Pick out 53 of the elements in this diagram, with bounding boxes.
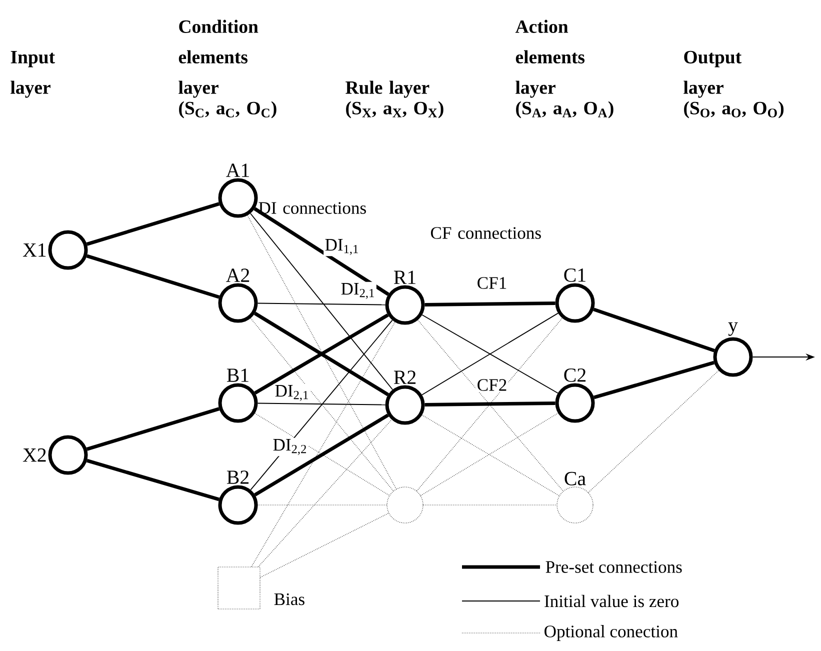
node-label: C1 <box>564 268 586 282</box>
connection-line <box>257 402 386 406</box>
edge-label: DI$_{1,1}$ <box>324 238 360 256</box>
connection-line <box>257 504 387 506</box>
connection-line <box>247 215 397 490</box>
connection-line <box>593 308 715 352</box>
node-label: X2 <box>22 448 46 462</box>
connection-line <box>260 512 389 578</box>
edge-label: DI$_{2,1}$ <box>340 282 376 300</box>
edge-label: DI$_{2,2}$ <box>272 438 308 456</box>
annotation-text: CF connections <box>430 227 541 239</box>
node-label: R2 <box>394 370 416 384</box>
connection-line <box>258 419 392 567</box>
layer-heading: Output layer <box>684 50 742 98</box>
node-label: Ca <box>564 472 586 486</box>
layer-heading: Condition elements layer <box>178 20 258 98</box>
node-label: y <box>728 322 738 336</box>
edge-label: CF1 <box>476 276 508 290</box>
connection-line <box>588 370 719 493</box>
legend-item: Initial value is zero <box>462 594 679 608</box>
node-label: B2 <box>226 470 249 484</box>
legend-item: Optional conection <box>462 625 678 641</box>
layer-heading: (S$_{A}$, a$_{A}$, O$_{A}$) <box>516 101 614 118</box>
layer-heading: (S$_{X}$, a$_{X}$, O$_{X}$) <box>346 101 444 118</box>
layer-heading: (S$_{O}$, a$_{O}$, O$_{O}$) <box>684 101 784 118</box>
connection-line <box>86 407 220 451</box>
node-label: A2 <box>226 268 250 282</box>
neuron-circle <box>386 486 424 524</box>
layer-heading: Input layer <box>10 51 55 98</box>
connection-line <box>86 202 220 246</box>
node-label: A1 <box>226 164 249 177</box>
bias-box: Bias <box>218 566 304 610</box>
connection-line <box>86 254 220 299</box>
node-label: B1 <box>226 368 248 382</box>
node-label: X1 <box>22 243 46 257</box>
connection-line <box>424 301 556 307</box>
connection-line <box>593 360 715 400</box>
connection-line <box>250 212 394 390</box>
connection-line <box>423 504 557 506</box>
node-label: C2 <box>564 368 586 382</box>
edge-label: CF2 <box>476 378 508 392</box>
layer-heading: Rule layer <box>346 80 430 98</box>
connection-line <box>251 322 396 567</box>
layer-heading: (S$_{C}$, a$_{C}$, O$_{C}$) <box>179 101 276 118</box>
layer-heading: Action elements layer <box>515 20 585 98</box>
connection-line <box>424 401 556 407</box>
edge-label: DI$_{2,1}$ <box>274 384 310 402</box>
connection-line <box>257 302 386 306</box>
connection-line <box>86 458 220 502</box>
node-label: R1 <box>394 270 416 284</box>
node-label: Bias <box>274 593 304 606</box>
connection-line <box>254 207 390 296</box>
legend-item: Pre-set connections <box>462 561 682 573</box>
